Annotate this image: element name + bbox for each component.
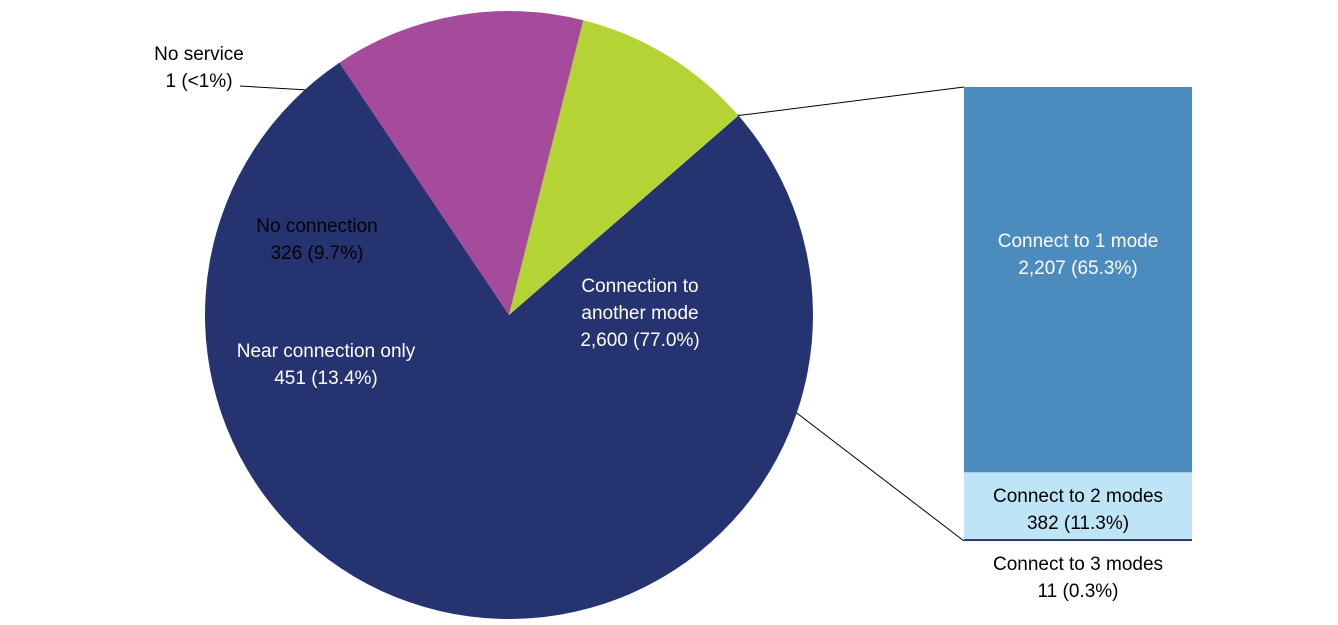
connector-line-top [738, 86, 965, 117]
stacked-bar [964, 87, 1192, 541]
pie [204, 10, 813, 620]
pie-slice-no-service [509, 115, 739, 315]
pie-slice-connection-to-another-mode [204, 62, 813, 620]
bar-segment-connect-to-3-modes [964, 539, 1192, 541]
pie-slice-near-connection-only [339, 10, 584, 315]
bar-segment-connect-to-1-mode [964, 87, 1192, 473]
bar-segment-connect-to-2-modes [964, 472, 1192, 540]
pie-slice-no-connection [509, 20, 739, 315]
